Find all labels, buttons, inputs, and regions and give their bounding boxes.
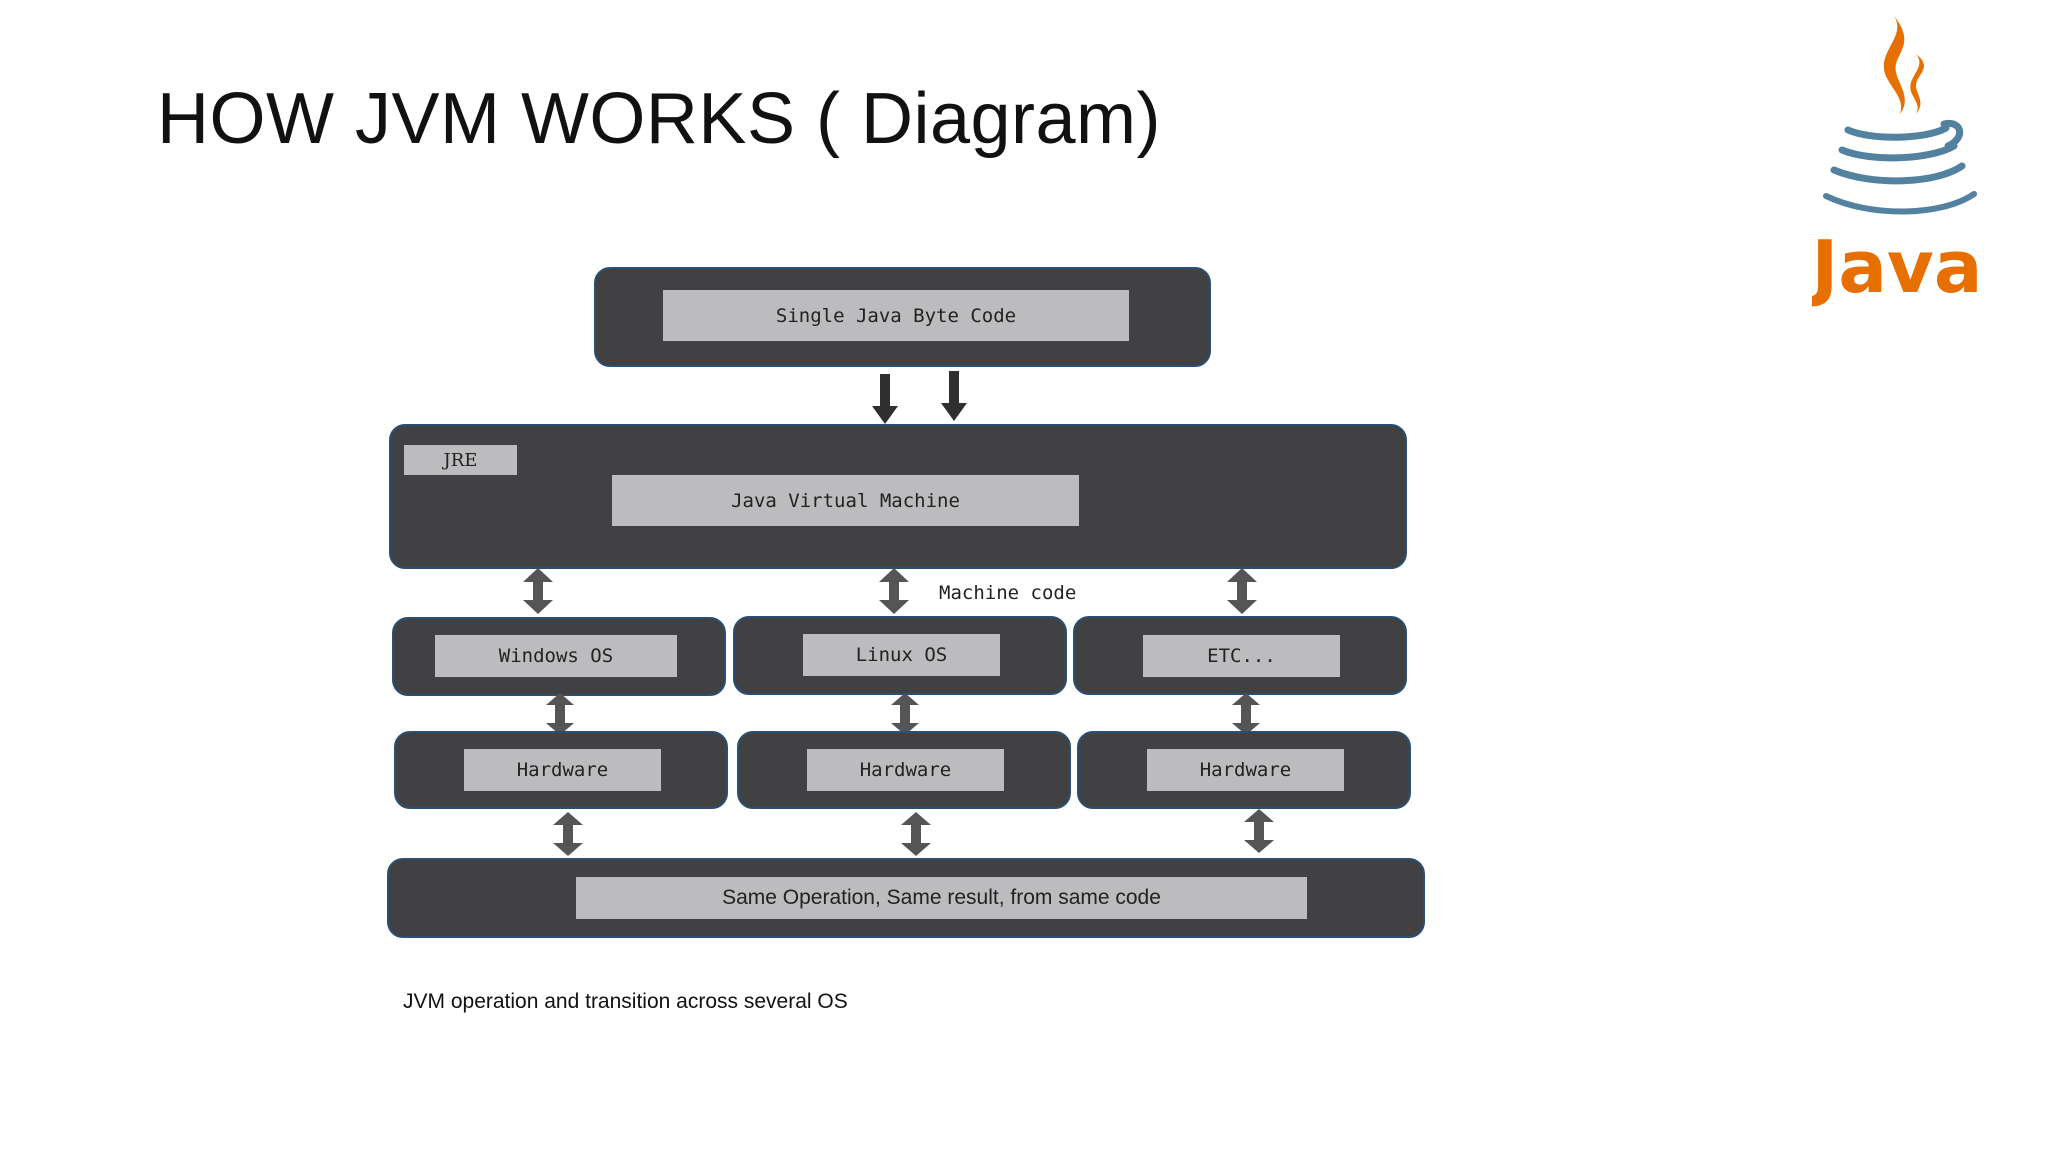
bidirectional-arrow-icon [553, 812, 583, 856]
hardware-block: Hardware [737, 731, 1071, 809]
machine-code-label: Machine code [939, 582, 1077, 604]
jre-block: JRE Java Virtual Machine [389, 424, 1407, 569]
bidirectional-arrow-icon [1227, 568, 1257, 614]
java-cup-icon [1830, 119, 1966, 185]
hardware-block: Hardware [1077, 731, 1411, 809]
os-label: Windows OS [435, 635, 677, 677]
bytecode-block: Single Java Byte Code [594, 267, 1211, 367]
jre-tag: JRE [404, 445, 517, 475]
os-block: ETC... [1073, 616, 1407, 695]
hardware-label: Hardware [1147, 749, 1344, 791]
bidirectional-arrow-icon [891, 693, 919, 735]
os-block: Windows OS [392, 617, 726, 696]
java-logo-text: Java [1812, 225, 1982, 309]
result-block: Same Operation, Same result, from same c… [387, 858, 1425, 938]
jvm-label: Java Virtual Machine [612, 475, 1079, 526]
java-saucer-icon [1823, 191, 1977, 215]
hardware-label: Hardware [807, 749, 1004, 791]
down-arrow-icon [941, 371, 967, 421]
slide-title: HOW JVM WORKS ( Diagram) [157, 79, 1162, 159]
slide-caption: JVM operation and transition across seve… [403, 990, 848, 1013]
bidirectional-arrow-icon [1244, 809, 1274, 853]
bidirectional-arrow-icon [879, 568, 909, 614]
os-label: ETC... [1143, 635, 1340, 677]
bidirectional-arrow-icon [1232, 693, 1260, 735]
os-block: Linux OS [733, 616, 1067, 695]
bidirectional-arrow-icon [901, 812, 931, 856]
java-flame-small-icon [1910, 54, 1924, 114]
java-logo: Java [1812, 16, 1982, 309]
hardware-block: Hardware [394, 731, 728, 809]
down-arrow-icon [872, 374, 898, 424]
os-label: Linux OS [803, 634, 1000, 676]
bidirectional-arrow-icon [523, 568, 553, 614]
bytecode-label: Single Java Byte Code [663, 290, 1129, 341]
bidirectional-arrow-icon [546, 693, 574, 735]
hardware-label: Hardware [464, 749, 661, 791]
result-label: Same Operation, Same result, from same c… [576, 877, 1307, 919]
java-flame-icon [1883, 16, 1905, 114]
